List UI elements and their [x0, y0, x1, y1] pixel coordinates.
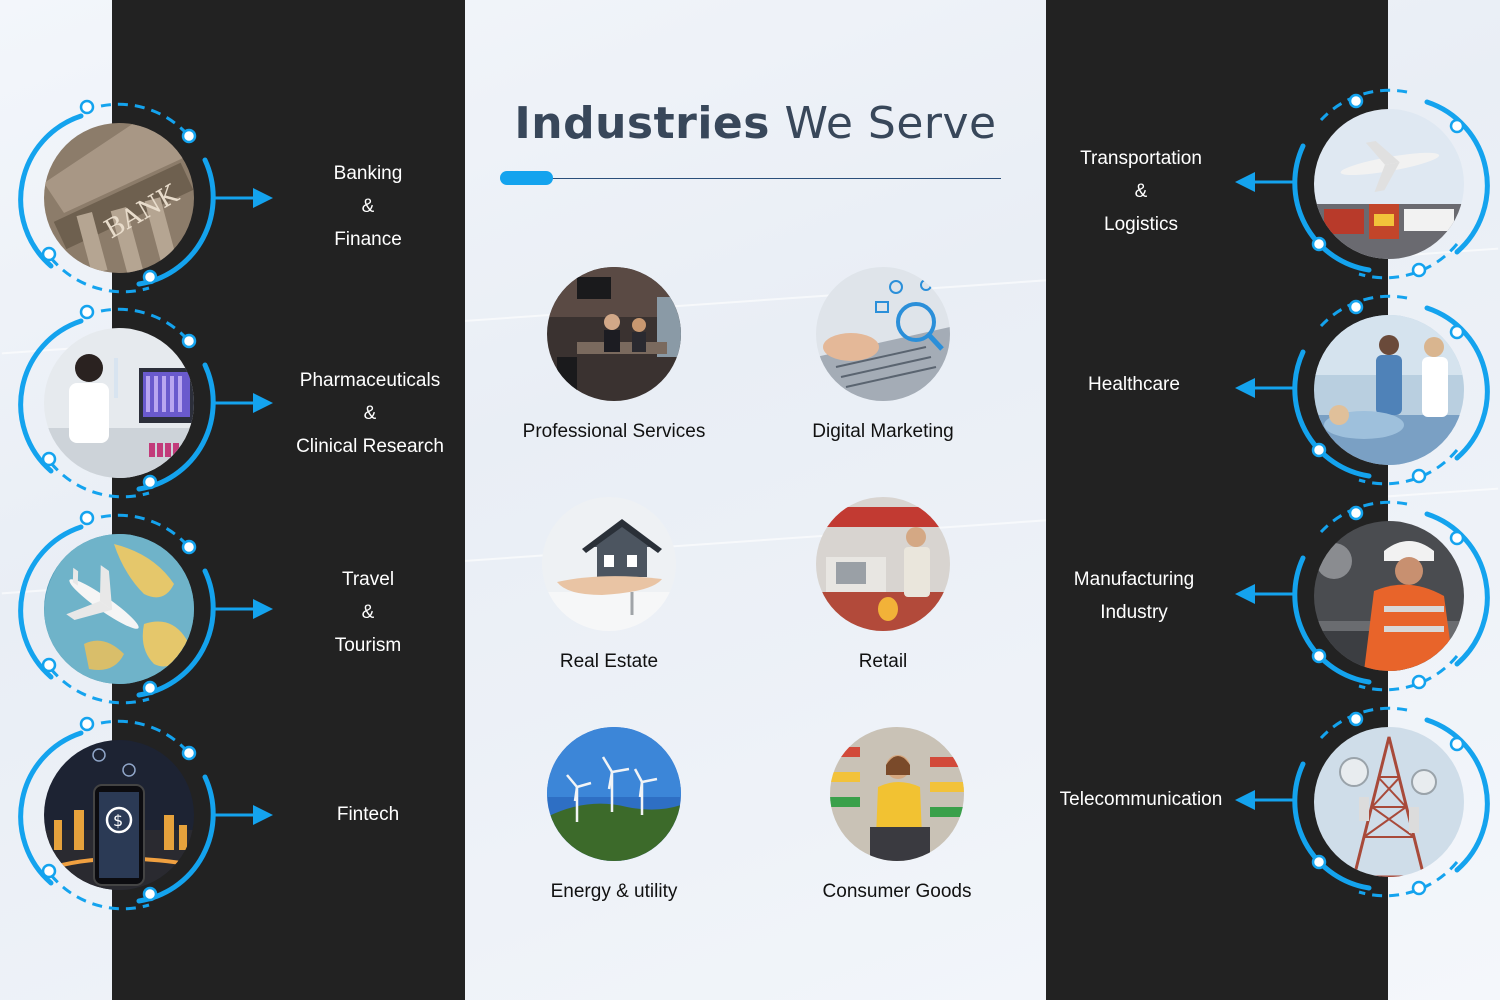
- title-regular: We Serve: [784, 98, 997, 149]
- label-travel-tourism: Travel & Tourism: [334, 569, 402, 656]
- industry-digital-marketing[interactable]: Digital Marketing: [768, 267, 998, 443]
- label-consumer-goods: Consumer Goods: [822, 881, 972, 902]
- hospital-icon: [1314, 315, 1464, 465]
- telecom-tower-icon: [1314, 727, 1464, 877]
- industry-travel-tourism[interactable]: [18, 509, 273, 709]
- arrow-left-icon: [1235, 584, 1297, 604]
- arrow-right-icon: [211, 393, 273, 413]
- label-healthcare: Healthcare: [1088, 374, 1180, 395]
- label-fintech: Fintech: [336, 804, 400, 825]
- label-transportation-logistics: Transportation & Logistics: [1080, 148, 1202, 235]
- industry-energy-utility[interactable]: Energy & utility: [499, 727, 729, 903]
- ring-decoration: [1292, 88, 1490, 280]
- cargo-transport-icon: [1314, 109, 1464, 259]
- industry-manufacturing[interactable]: [1235, 496, 1490, 696]
- ring-decoration: [1292, 500, 1490, 692]
- industry-professional-services[interactable]: Professional Services: [499, 267, 729, 443]
- industry-transportation-logistics[interactable]: [1235, 84, 1490, 284]
- industry-telecommunication[interactable]: [1235, 702, 1490, 902]
- ring-decoration: [18, 99, 216, 294]
- industry-consumer-goods[interactable]: Consumer Goods: [782, 727, 1012, 903]
- title-accent-pill: [500, 171, 553, 185]
- arrow-right-icon: [211, 599, 273, 619]
- label-energy-utility: Energy & utility: [550, 881, 678, 902]
- label-banking-finance: Banking & Finance: [333, 163, 403, 250]
- ring-decoration: [1292, 294, 1490, 486]
- mobile-payment-icon: $: [44, 740, 194, 890]
- arrow-left-icon: [1235, 790, 1297, 810]
- label-digital-marketing: Digital Marketing: [812, 421, 954, 442]
- ring-decoration: [18, 304, 216, 499]
- industry-retail[interactable]: Retail: [768, 497, 998, 673]
- industry-fintech[interactable]: $: [18, 715, 273, 915]
- factory-worker-icon: [1314, 521, 1464, 671]
- globe-airplane-icon: [44, 534, 194, 684]
- industry-real-estate[interactable]: Real Estate: [494, 497, 724, 673]
- page-title: Industries We Serve: [465, 98, 1046, 149]
- industry-healthcare[interactable]: [1235, 290, 1490, 490]
- bank-building-icon: BANK: [44, 123, 194, 273]
- laptop-analytics-icon: [816, 267, 950, 401]
- ring-decoration: [18, 510, 216, 705]
- laboratory-icon: [44, 328, 194, 478]
- label-telecommunication: Telecommunication: [1059, 789, 1223, 810]
- arrow-right-icon: [211, 188, 273, 208]
- house-in-hand-icon: [542, 497, 676, 631]
- label-retail: Retail: [858, 651, 908, 672]
- label-pharmaceuticals: Pharmaceuticals & Clinical Research: [296, 370, 444, 457]
- store-checkout-icon: [816, 497, 950, 631]
- meeting-room-icon: [547, 267, 681, 401]
- label-professional-services: Professional Services: [522, 421, 706, 442]
- industry-pharmaceuticals[interactable]: [18, 303, 273, 503]
- title-bold: Industries: [514, 98, 770, 149]
- wind-turbine-icon: [547, 727, 681, 861]
- industry-banking-finance[interactable]: BANK: [18, 98, 273, 298]
- arrow-right-icon: [211, 805, 273, 825]
- grocery-shopper-icon: [830, 727, 964, 861]
- label-real-estate: Real Estate: [559, 651, 659, 672]
- ring-decoration: [1292, 706, 1490, 898]
- label-manufacturing: Manufacturing Industry: [1073, 569, 1195, 623]
- arrow-left-icon: [1235, 172, 1297, 192]
- arrow-left-icon: [1235, 378, 1297, 398]
- svg-text:$: $: [113, 811, 123, 830]
- ring-decoration: [18, 716, 216, 911]
- title-underline: [548, 178, 1001, 179]
